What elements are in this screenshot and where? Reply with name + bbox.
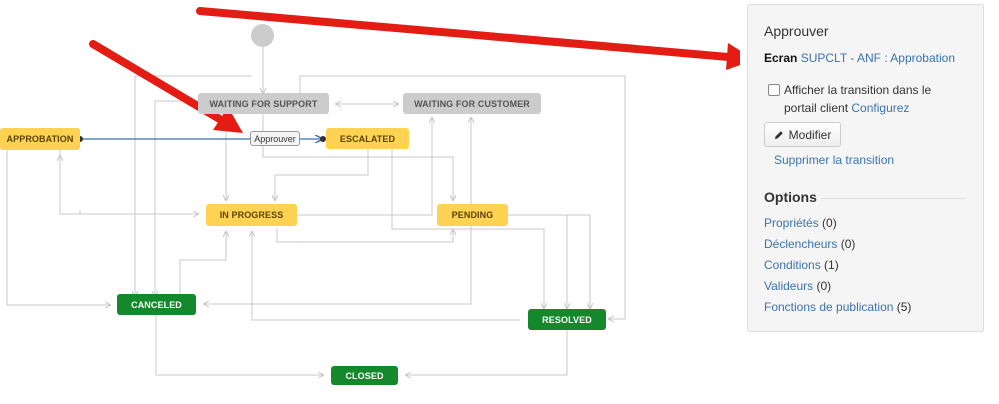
screen-row: Ecran SUPCLT - ANF : Approbation <box>764 51 955 65</box>
status-closed[interactable]: CLOSED <box>331 366 398 385</box>
status-canceled[interactable]: CANCELED <box>117 294 196 315</box>
status-resolved[interactable]: RESOLVED <box>528 309 606 330</box>
option-link[interactable]: Valideurs <box>764 279 814 293</box>
start-node[interactable] <box>251 24 274 47</box>
option-count: (0) <box>822 216 837 230</box>
status-waiting-for-support[interactable]: WAITING FOR SUPPORT <box>198 93 329 114</box>
transition-lines <box>6 7 740 404</box>
option-link[interactable]: Déclencheurs <box>764 237 838 251</box>
pencil-icon <box>774 130 783 139</box>
option-link[interactable]: Propriétés <box>764 216 819 230</box>
workflow-diagram: WAITING FOR SUPPORT WAITING FOR CUSTOMER… <box>0 7 740 404</box>
screen-label: Ecran <box>764 51 798 65</box>
status-pending[interactable]: PENDING <box>437 204 508 226</box>
show-in-portal-checkbox[interactable] <box>768 84 780 96</box>
options-divider <box>821 198 966 199</box>
options-list: Propriétés (0) Déclencheurs (0) Conditio… <box>764 216 911 321</box>
option-count: (0) <box>816 279 832 293</box>
transition-properties-panel: Approuver Ecran SUPCLT - ANF : Approbati… <box>747 4 984 332</box>
annotation-arrows <box>89 7 740 133</box>
status-escalated[interactable]: ESCALATED <box>326 128 409 149</box>
delete-transition-link[interactable]: Supprimer la transition <box>774 153 895 167</box>
option-post-functions: Fonctions de publication (5) <box>764 300 911 321</box>
screen-link[interactable]: SUPCLT - ANF : Approbation <box>800 51 955 65</box>
option-properties: Propriétés (0) <box>764 216 911 237</box>
customer-portal-option: Afficher la transition dans le portail c… <box>764 81 964 117</box>
checkbox-label: Afficher la transition dans le portail c… <box>784 83 932 115</box>
status-in-progress[interactable]: IN PROGRESS <box>206 204 297 226</box>
option-link[interactable]: Fonctions de publication <box>764 300 894 314</box>
option-link[interactable]: Conditions <box>764 258 821 272</box>
configure-link[interactable]: Configurez <box>851 101 910 115</box>
modify-button-label: Modifier <box>788 127 832 142</box>
panel-title: Approuver <box>764 23 829 39</box>
option-count: (0) <box>840 237 856 251</box>
modify-button[interactable]: Modifier <box>764 122 841 147</box>
status-approbation[interactable]: APPROBATION <box>0 128 80 150</box>
option-validators: Valideurs (0) <box>764 279 911 300</box>
option-count: (1) <box>824 258 839 272</box>
transition-label-approuver[interactable]: Approuver <box>250 131 300 146</box>
option-triggers: Déclencheurs (0) <box>764 237 911 258</box>
option-count: (5) <box>896 300 912 314</box>
status-waiting-for-customer[interactable]: WAITING FOR CUSTOMER <box>403 93 541 114</box>
options-heading: Options <box>764 189 817 205</box>
option-conditions: Conditions (1) <box>764 258 911 279</box>
